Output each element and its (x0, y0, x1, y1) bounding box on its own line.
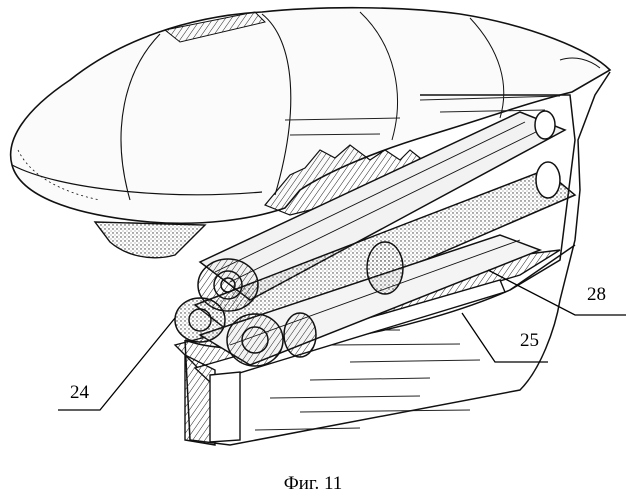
cylinder-bulkhead (367, 242, 403, 294)
figure-caption: Фиг. 11 (0, 474, 626, 493)
cylinder-end-cap-2 (175, 298, 225, 342)
callout-label-24: 24 (70, 383, 89, 402)
cylinder-end-cap-3 (227, 314, 283, 366)
callout-label-28: 28 (587, 285, 606, 304)
callout-label-25: 25 (520, 331, 539, 350)
lower-fin (95, 222, 205, 258)
